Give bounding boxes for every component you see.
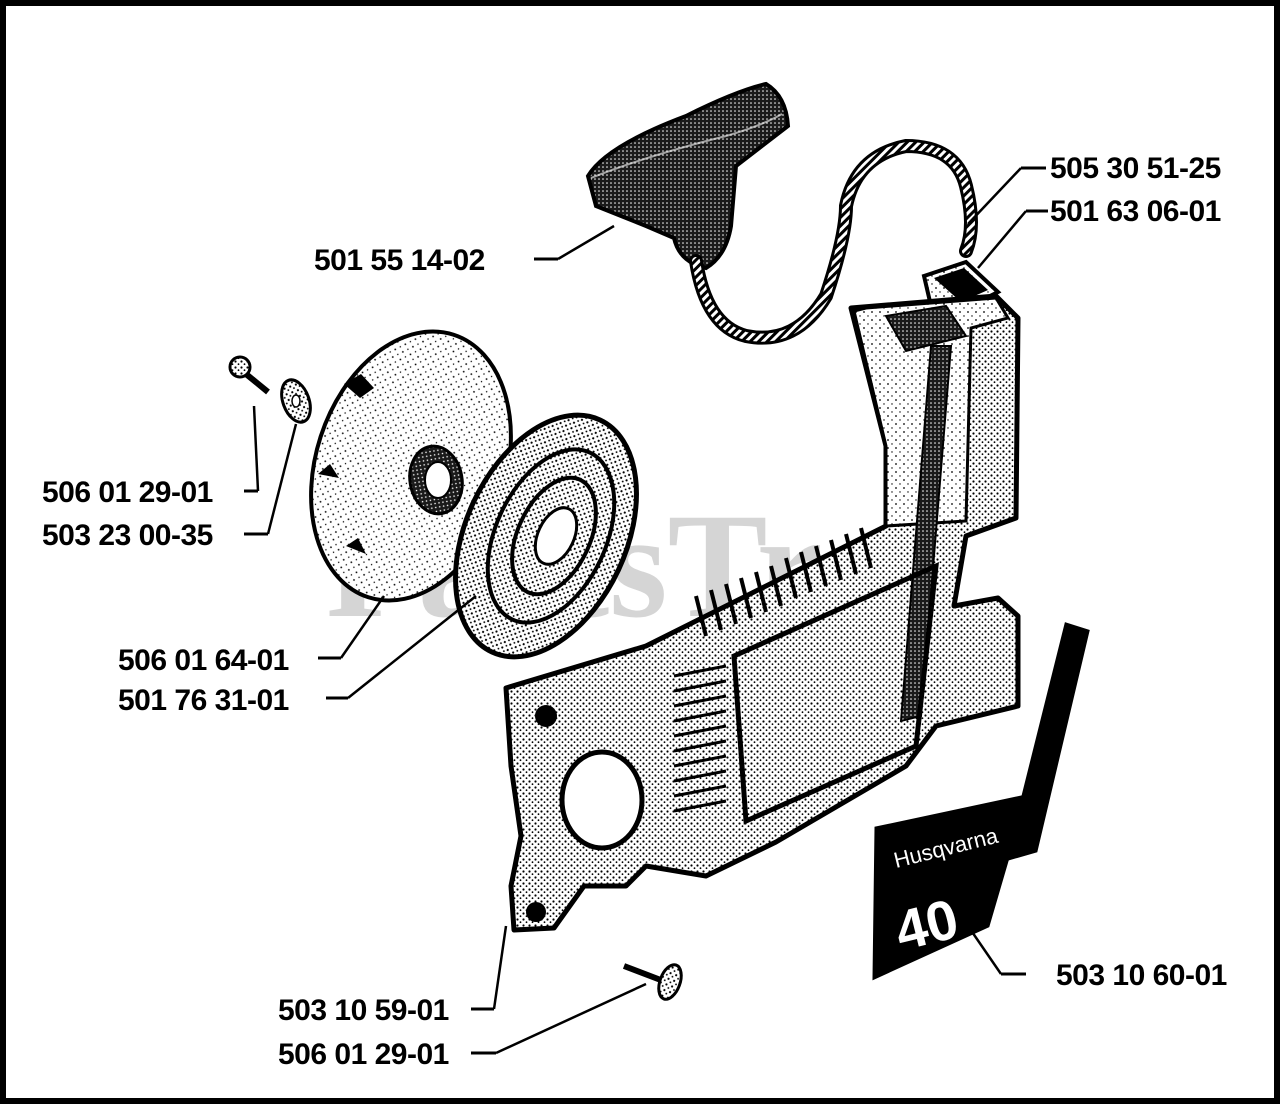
washer-illustration [280, 378, 312, 424]
part-label-rope-guide: 501 63 06-01 [1050, 195, 1221, 228]
part-label-screw-bottom-b: 506 01 29-01 [278, 1038, 449, 1071]
starter-rope-illustration [689, 138, 978, 345]
screw-top-illustration [228, 355, 270, 395]
starter-handle-illustration [585, 81, 791, 271]
part-label-decal: 503 10 60-01 [1056, 959, 1227, 992]
part-label-recoil-spring: 501 76 31-01 [118, 684, 289, 717]
part-label-washer: 503 23 00-35 [42, 519, 213, 552]
part-label-starter-rope: 505 30 51-25 [1050, 152, 1221, 185]
decal-illustration: Husqvarna 40 [872, 622, 1090, 981]
exploded-parts-diagram: PartsTree [42, 81, 1227, 1071]
parts-diagram-sheet: PartsTree [6, 6, 1274, 1098]
recoil-spring-illustration [453, 412, 639, 660]
screw-bottom-illustration [622, 963, 683, 1001]
decal-model-text: 40 [889, 886, 965, 962]
starter-housing-illustration [503, 293, 1021, 933]
part-label-pulley: 506 01 64-01 [118, 644, 289, 677]
leader-lines [244, 166, 1048, 1055]
part-label-screw-bottom-a: 503 10 59-01 [278, 994, 449, 1027]
part-label-starter-handle: 501 55 14-02 [314, 244, 485, 277]
part-label-screw-top: 506 01 29-01 [42, 476, 213, 509]
